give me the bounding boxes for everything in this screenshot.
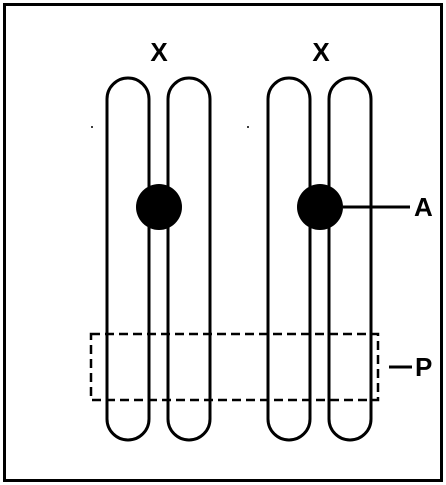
highlighted-region-box — [89, 332, 380, 402]
diagram-frame — [3, 3, 443, 482]
chromatid — [105, 76, 151, 442]
chromosome-label: X — [150, 37, 168, 67]
chromosome-left — [105, 76, 212, 442]
speck-mark — [247, 126, 249, 128]
centromere-label: A — [414, 192, 433, 222]
speck-mark — [91, 126, 93, 128]
region-label: P — [415, 352, 432, 382]
chromatid — [266, 76, 312, 442]
chromosome-label: X — [312, 37, 330, 67]
chromatid — [166, 76, 212, 442]
chromatid — [327, 76, 373, 442]
centromere — [136, 184, 182, 230]
chromosome-right — [266, 76, 373, 442]
centromere — [297, 184, 343, 230]
